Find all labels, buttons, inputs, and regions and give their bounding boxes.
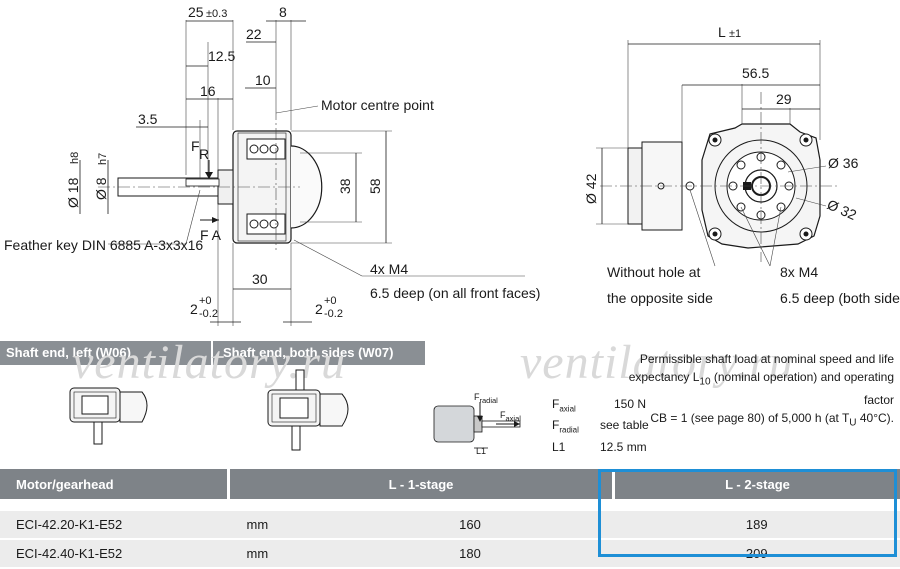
tol-right-plus: +0	[324, 295, 337, 307]
diagram-f-axial-sub: axial	[506, 414, 521, 423]
m4-label-right: 8x M4	[780, 264, 818, 280]
row-l-1-stage: 160	[327, 517, 614, 532]
col-l-1-stage: L - 1-stage	[229, 469, 614, 499]
load-row-radial-sub: radial	[559, 425, 579, 434]
diagram-l1: L1	[476, 446, 486, 456]
dim-56-5: 56.5	[742, 65, 769, 81]
load-line1: Permissible shaft load at nominal speed …	[624, 350, 894, 368]
tol-right-value: 2	[315, 301, 323, 317]
dim-22: 22	[246, 26, 262, 42]
dim-32: Ø 32	[825, 196, 859, 223]
motor-centre-label: Motor centre point	[321, 97, 434, 113]
load-row-axial: Faxial	[552, 397, 576, 413]
col-l-2-stage: L - 2-stage	[614, 469, 900, 499]
load-row-l1: L1	[552, 440, 565, 454]
row-motor-name: ECI-42.40-K1-E52	[0, 539, 229, 568]
side-view	[80, 20, 525, 326]
dim-16: 16	[200, 83, 216, 99]
load-row-axial-sub: axial	[559, 404, 575, 413]
row-unit: mm	[229, 517, 327, 532]
load-line3: CB = 1 (see page 80) of 5,000 h (at TU 4…	[624, 409, 894, 432]
diagram-f-axial: Faxial	[500, 410, 521, 423]
dim-25: 25	[188, 4, 204, 20]
dimension-table: Motor/gearhead L - 1-stage L - 2-stage E…	[0, 469, 900, 569]
load-line2-b: (nominal operation) and operating factor	[711, 370, 894, 407]
load-line3-b: 40°C).	[857, 411, 894, 425]
load-row-l1-value: 12.5 mm	[600, 440, 647, 454]
without-hole-line1: Without hole at	[607, 264, 700, 280]
front-view	[596, 40, 840, 266]
tol-right-minus: -0.2	[324, 308, 343, 320]
load-line2: expectancy L10 (nominal operation) and o…	[624, 368, 894, 409]
m4-depth-left: 6.5 deep (on all front faces)	[370, 285, 540, 301]
dim-8: 8	[279, 4, 287, 20]
dim-l: L	[718, 24, 726, 40]
dim-25-tol: ±0.3	[206, 8, 227, 20]
force-axial-label: F A	[200, 227, 222, 243]
table-row: ECI-42.20-K1-E52 mm 160 189	[0, 510, 900, 539]
table-spacer	[0, 499, 900, 510]
dim-8-fit: h7	[97, 153, 109, 165]
without-hole-line2: the opposite side	[607, 290, 713, 306]
dim-18-dia: Ø 18	[65, 177, 81, 208]
load-row-radial: Fradial	[552, 418, 579, 434]
row-motor-name: ECI-42.20-K1-E52	[0, 510, 229, 539]
force-radial-sub: R	[199, 146, 209, 162]
col-motor-gearhead: Motor/gearhead	[0, 469, 229, 499]
table-header-row: Motor/gearhead L - 1-stage L - 2-stage	[0, 469, 900, 499]
row-cells: mm 160	[229, 510, 614, 539]
row-cells: mm 180	[229, 539, 614, 568]
dim-36: Ø 36	[828, 155, 859, 171]
row-l-2-stage: 209	[614, 539, 900, 568]
table-row: ECI-42.40-K1-E52 mm 180 209	[0, 539, 900, 568]
variant-right-thumbnail	[258, 368, 358, 454]
variant-left-thumbnail	[60, 374, 160, 448]
row-l-2-stage: 189	[614, 510, 900, 539]
diagram-f-radial: Fradial	[474, 392, 498, 405]
tol-left-minus: -0.2	[199, 308, 218, 320]
dim-l-tol: ±1	[729, 28, 741, 40]
technical-drawing: 25 ±0.3 8 22 12.5 10 16 3.5 Ø 18 h8 Ø 8 …	[0, 0, 900, 340]
dim-3-5: 3.5	[138, 111, 158, 127]
dim-12-5: 12.5	[208, 48, 235, 64]
dim-10: 10	[255, 72, 271, 88]
dim-18-fit: h8	[69, 152, 81, 164]
shaft-load-description: Permissible shaft load at nominal speed …	[624, 350, 894, 433]
load-row-axial-value: 150 N	[614, 397, 646, 411]
dim-58: 58	[367, 178, 383, 194]
dim-38: 38	[337, 178, 353, 194]
diagram-f-radial-sub: radial	[480, 396, 498, 405]
load-row-radial-value: see table	[600, 418, 649, 432]
m4-label-left: 4x M4	[370, 261, 408, 277]
load-line3-a: CB = 1 (see page 80) of 5,000 h (at T	[650, 411, 849, 425]
dim-42: Ø 42	[583, 173, 599, 204]
m4-depth-right: 6.5 deep (both sides)	[780, 290, 900, 306]
dim-29: 29	[776, 91, 792, 107]
dim-8-dia: Ø 8	[93, 177, 109, 200]
tol-left-plus: +0	[199, 295, 212, 307]
dim-30: 30	[252, 271, 268, 287]
load-line2-sub: 10	[699, 376, 710, 387]
load-line3-sub: U	[849, 418, 856, 429]
tol-left-value: 2	[190, 301, 198, 317]
feather-key-label: Feather key DIN 6885 A-3x3x16	[4, 237, 203, 253]
load-line2-a: expectancy L	[629, 370, 700, 384]
